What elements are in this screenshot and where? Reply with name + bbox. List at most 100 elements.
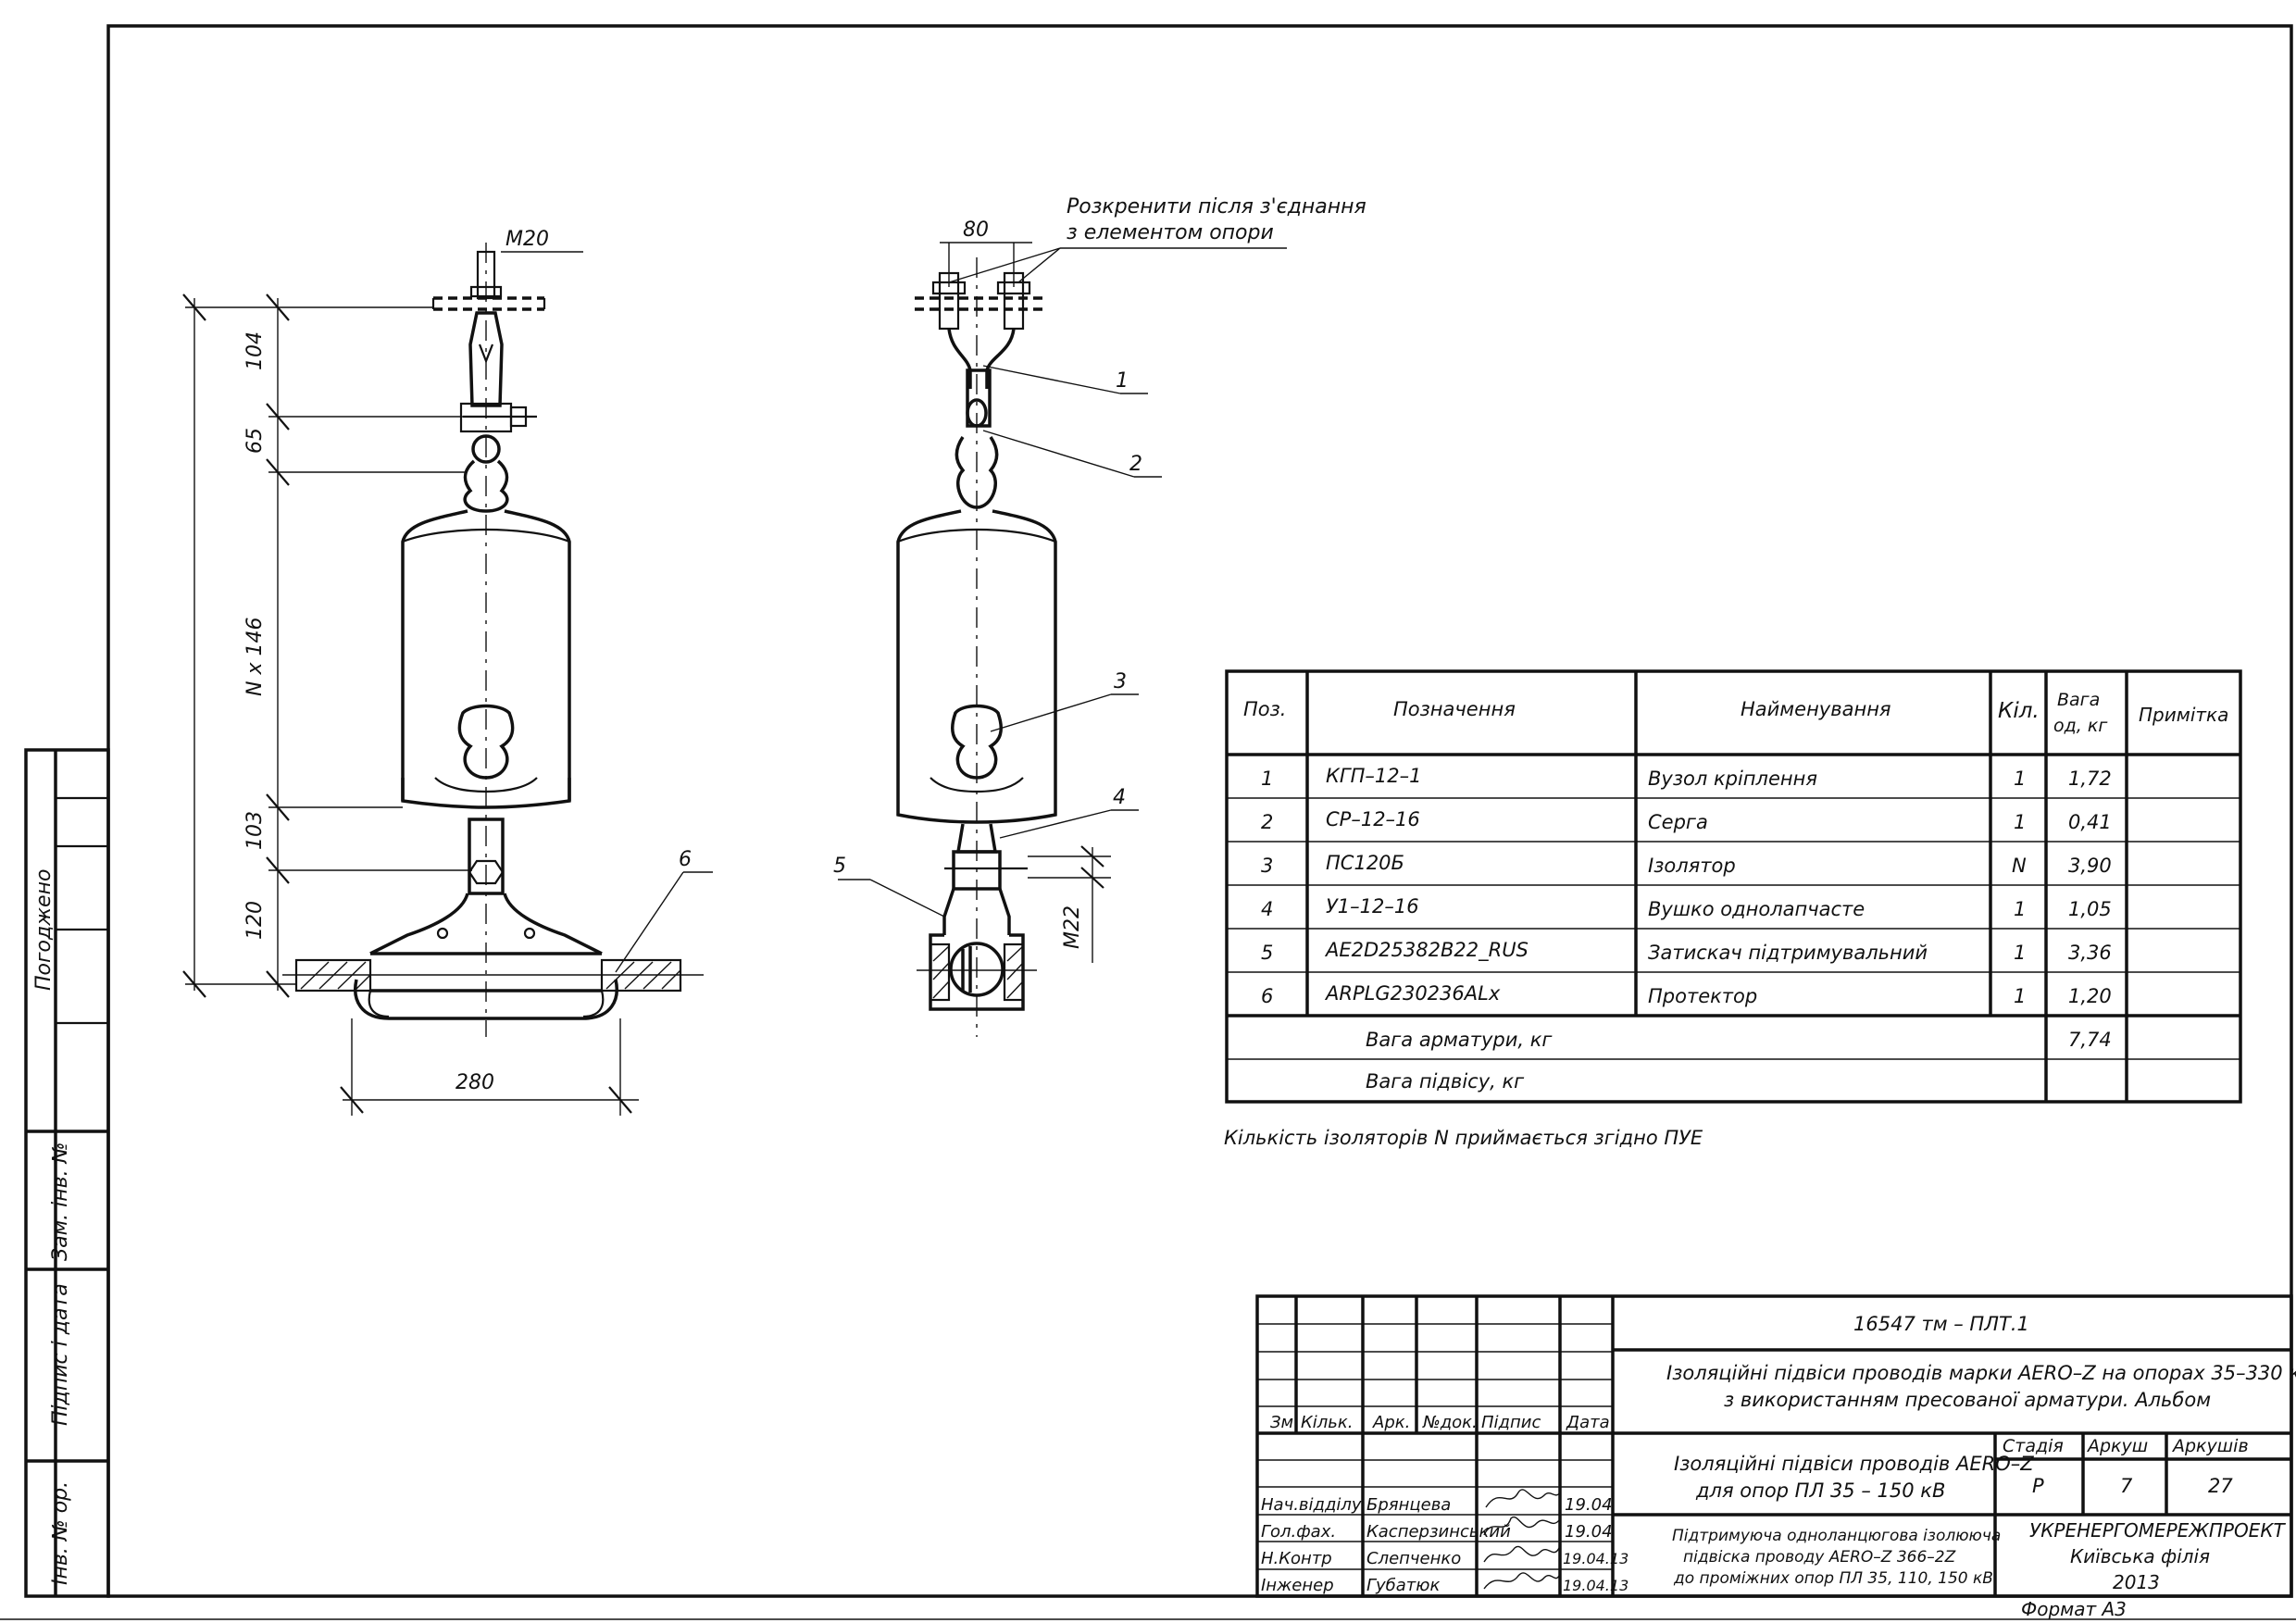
cell-weight: 0,41	[2068, 811, 2112, 833]
person-role: Н.Контр	[1261, 1549, 1332, 1568]
person-name: Слепченко	[1366, 1549, 1461, 1568]
person-role: Нач.відділу	[1261, 1495, 1362, 1515]
sheet-value: 7	[2120, 1475, 2133, 1497]
cell-weight: 3,90	[2068, 855, 2112, 877]
leader-5: 5	[833, 855, 846, 878]
total-fittings-value: 7,74	[2068, 1029, 2112, 1051]
leader-6: 6	[679, 848, 692, 871]
signature-scribbles	[1483, 1489, 1561, 1590]
dim-65: 65	[243, 428, 267, 454]
cell-weight: 1,72	[2068, 768, 2112, 790]
side-stamp-agreed: Погоджено	[32, 869, 56, 991]
cell-weight: 1,05	[2068, 898, 2112, 920]
format-label: Формат А3	[2021, 1598, 2127, 1620]
person-date: 19.04	[1565, 1522, 1613, 1542]
table-row: 1 КГП–12–1 Вузол кріплення 1 1,72	[1261, 765, 2112, 790]
project-title-line1: Ізоляційні підвіси проводів марки AERO–Z…	[1666, 1362, 2296, 1384]
cell-pos: 2	[1261, 811, 1273, 833]
col-signature: Підпис	[1481, 1413, 1541, 1432]
cell-pos: 4	[1261, 898, 1273, 920]
dim-80: 80	[963, 218, 989, 242]
cell-name: Вушко однолапчасте	[1648, 898, 1865, 920]
header-weight-1: Вага	[2057, 690, 2100, 710]
cell-designation: AE2D25382B22_RUS	[1324, 939, 1529, 962]
col-kilk: Кільк.	[1301, 1413, 1354, 1432]
cell-designation: СР–12–16	[1326, 808, 1420, 830]
cell-pos: 5	[1261, 942, 1273, 964]
header-designation: Позначення	[1393, 698, 1516, 720]
doc-desc-line2: підвіска проводу AERO–Z 366–2Z	[1683, 1548, 1956, 1567]
header-weight-2: од, кг	[2053, 716, 2108, 736]
note-unbend-line2: з елементом опори	[1067, 221, 1274, 244]
stage-value: Р	[2032, 1475, 2044, 1497]
table-row: 5 AE2D25382B22_RUS Затискач підтримуваль…	[1261, 939, 2112, 964]
total-fittings-label: Вага арматури, кг	[1366, 1029, 1553, 1051]
side-stamp-signature-date: Підпис і дата	[49, 1283, 72, 1426]
cell-qty: 1	[2014, 942, 2026, 964]
leader-3: 3	[1114, 670, 1127, 693]
cell-qty: 1	[2014, 811, 2026, 833]
leader-2: 2	[1129, 453, 1142, 476]
cell-weight: 1,20	[2068, 985, 2112, 1007]
org-name: УКРЕНЕРГОМЕРЕЖПРОЕКТ	[2029, 1519, 2287, 1542]
dim-104: 104	[243, 331, 267, 370]
cell-pos: 3	[1261, 855, 1273, 877]
cell-name: Протектор	[1648, 985, 1757, 1007]
leader-4: 4	[1113, 786, 1126, 809]
cell-qty: 1	[2014, 898, 2026, 920]
person-name: Брянцева	[1366, 1495, 1451, 1515]
cell-qty: N	[2012, 855, 2027, 877]
people-rows: Нач.відділу Брянцева 19.04 Гол.фах. Касп…	[1261, 1495, 1628, 1595]
project-title-line2: з використанням пресованої арматури. Аль…	[1724, 1389, 2211, 1411]
table-row: 4 У1–12–16 Вушко однолапчасте 1 1,05	[1261, 895, 2112, 920]
sheets-label: Аркушів	[2171, 1436, 2249, 1456]
cell-designation: КГП–12–1	[1326, 765, 1421, 787]
cell-name: Ізолятор	[1648, 855, 1736, 877]
dim-120: 120	[243, 901, 267, 940]
header-qty: Кіл.	[1998, 699, 2040, 723]
table-row: 3 ПС120Б Ізолятор N 3,90	[1261, 852, 2112, 877]
cell-pos: 1	[1261, 768, 1273, 790]
col-date: Дата	[1566, 1413, 1610, 1432]
org-branch: Київська філія	[2070, 1545, 2210, 1567]
leader-1: 1	[1116, 369, 1129, 393]
dim-n-x-146: N x 146	[243, 618, 267, 696]
table-row: 2 СР–12–16 Серга 1 0,41	[1261, 808, 2112, 833]
dim-103: 103	[243, 811, 267, 850]
cell-name: Затискач підтримувальний	[1648, 942, 1928, 964]
cell-designation: ARPLG230236ALx	[1324, 982, 1501, 1005]
thread-label-m20: M20	[505, 228, 549, 251]
total-suspension-label: Вага підвісу, кг	[1366, 1070, 1525, 1092]
side-stamp-inv-orig: Інв. № ор.	[49, 1481, 72, 1585]
person-date: 19.04.13	[1563, 1550, 1628, 1567]
col-ark: Арк.	[1372, 1413, 1410, 1432]
cell-pos: 6	[1261, 985, 1273, 1007]
cell-qty: 1	[2014, 985, 2026, 1007]
note-unbend-line1: Розкренити після з'єднання	[1067, 195, 1366, 218]
sheet-title-line1: Ізоляційні підвіси проводів AERO–Z	[1674, 1453, 2034, 1475]
person-name: Губатюк	[1366, 1576, 1440, 1595]
doc-code: 16547 тм – ПЛТ.1	[1853, 1313, 2029, 1335]
header-name: Найменування	[1741, 698, 1891, 720]
cell-designation: ПС120Б	[1326, 852, 1404, 874]
header-note: Примітка	[2139, 704, 2228, 726]
cell-name: Серга	[1648, 811, 1708, 833]
cell-weight: 3,36	[2068, 942, 2112, 964]
thread-label-m22: M22	[1061, 905, 1084, 949]
table-row: 6 ARPLG230236ALx Протектор 1 1,20	[1261, 982, 2112, 1007]
side-stamp-replaced-inv: Зам. інв. №	[49, 1142, 72, 1262]
stage-label: Стадія	[2003, 1436, 2064, 1456]
header-pos: Поз.	[1243, 698, 1286, 720]
person-date: 19.04	[1565, 1495, 1613, 1515]
insulator-count-note: Кількість ізоляторів N приймається згідн…	[1224, 1127, 1703, 1149]
suspension-front-view: M20	[182, 228, 713, 1116]
person-name: Касперзинський	[1366, 1522, 1511, 1542]
specification-table: Поз. Позначення Найменування Кіл. Вага о…	[1225, 669, 2242, 1104]
sheet-title-line2: для опор ПЛ 35 – 150 кВ	[1695, 1479, 1945, 1502]
doc-desc-line1: Підтримуюча одноланцюгова ізолююча	[1672, 1527, 2001, 1545]
dim-280: 280	[455, 1071, 494, 1094]
org-year: 2013	[2113, 1571, 2160, 1593]
cell-qty: 1	[2014, 768, 2026, 790]
side-stamp-block: Погоджено Зам. інв. № Підпис і дата Інв.…	[24, 748, 110, 1598]
